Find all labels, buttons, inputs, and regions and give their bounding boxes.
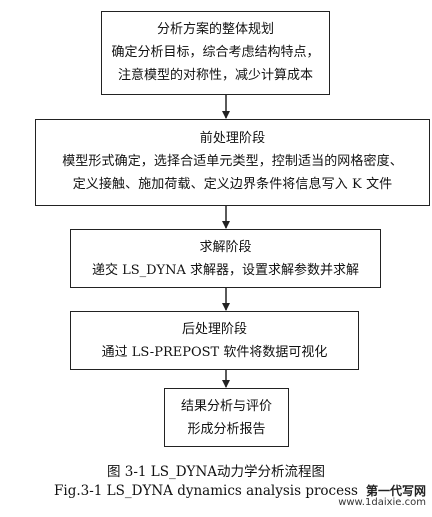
step-solving-box: 求解阶段 递交 LS_DYNA 求解器，设置求解参数并求解 bbox=[70, 229, 381, 288]
step-results-box: 结果分析与评价 形成分析报告 bbox=[164, 388, 289, 447]
step-solving-title: 求解阶段 bbox=[199, 240, 252, 255]
watermark-name: 第一代写网 bbox=[365, 484, 426, 498]
step-solving-text: 递交 LS_DYNA 求解器，设置求解参数并求解 bbox=[91, 263, 360, 278]
figure-caption-english: Fig.3-1 LS_DYNA dynamics analysis proces… bbox=[54, 483, 358, 499]
figure-caption-chinese: 图 3-1 LS_DYNA动力学分析流程图 bbox=[106, 464, 326, 480]
step-postprocessing-box: 后处理阶段 通过 LS-PREPOST 软件将数据可视化 bbox=[70, 311, 359, 370]
watermark-url: www.1daixie.com bbox=[338, 497, 426, 508]
step-postprocessing-title: 后处理阶段 bbox=[181, 322, 247, 337]
step-planning-text-1: 确定分析目标，综合考虑结构特点， bbox=[111, 45, 320, 60]
step-postprocessing-text: 通过 LS-PREPOST 软件将数据可视化 bbox=[101, 345, 328, 360]
step-results-text: 形成分析报告 bbox=[187, 422, 266, 437]
step-preprocessing-text-1: 模型形式确定，选择合适单元类型，控制适当的网格密度、 bbox=[62, 154, 403, 169]
step-preprocessing-title: 前处理阶段 bbox=[199, 131, 266, 146]
step-preprocessing-box: 前处理阶段 模型形式确定，选择合适单元类型，控制适当的网格密度、 定义接触、施加… bbox=[35, 119, 430, 206]
step-planning-box: 分析方案的整体规划 确定分析目标，综合考虑结构特点， 注意模型的对称性，减少计算… bbox=[101, 11, 330, 95]
step-results-title: 结果分析与评价 bbox=[180, 399, 272, 414]
step-planning-title: 分析方案的整体规划 bbox=[156, 22, 274, 37]
step-planning-text-2: 注意模型的对称性，减少计算成本 bbox=[117, 68, 313, 83]
step-preprocessing-text-2: 定义接触、施加荷载、定义边界条件将信息写入 K 文件 bbox=[72, 177, 393, 192]
